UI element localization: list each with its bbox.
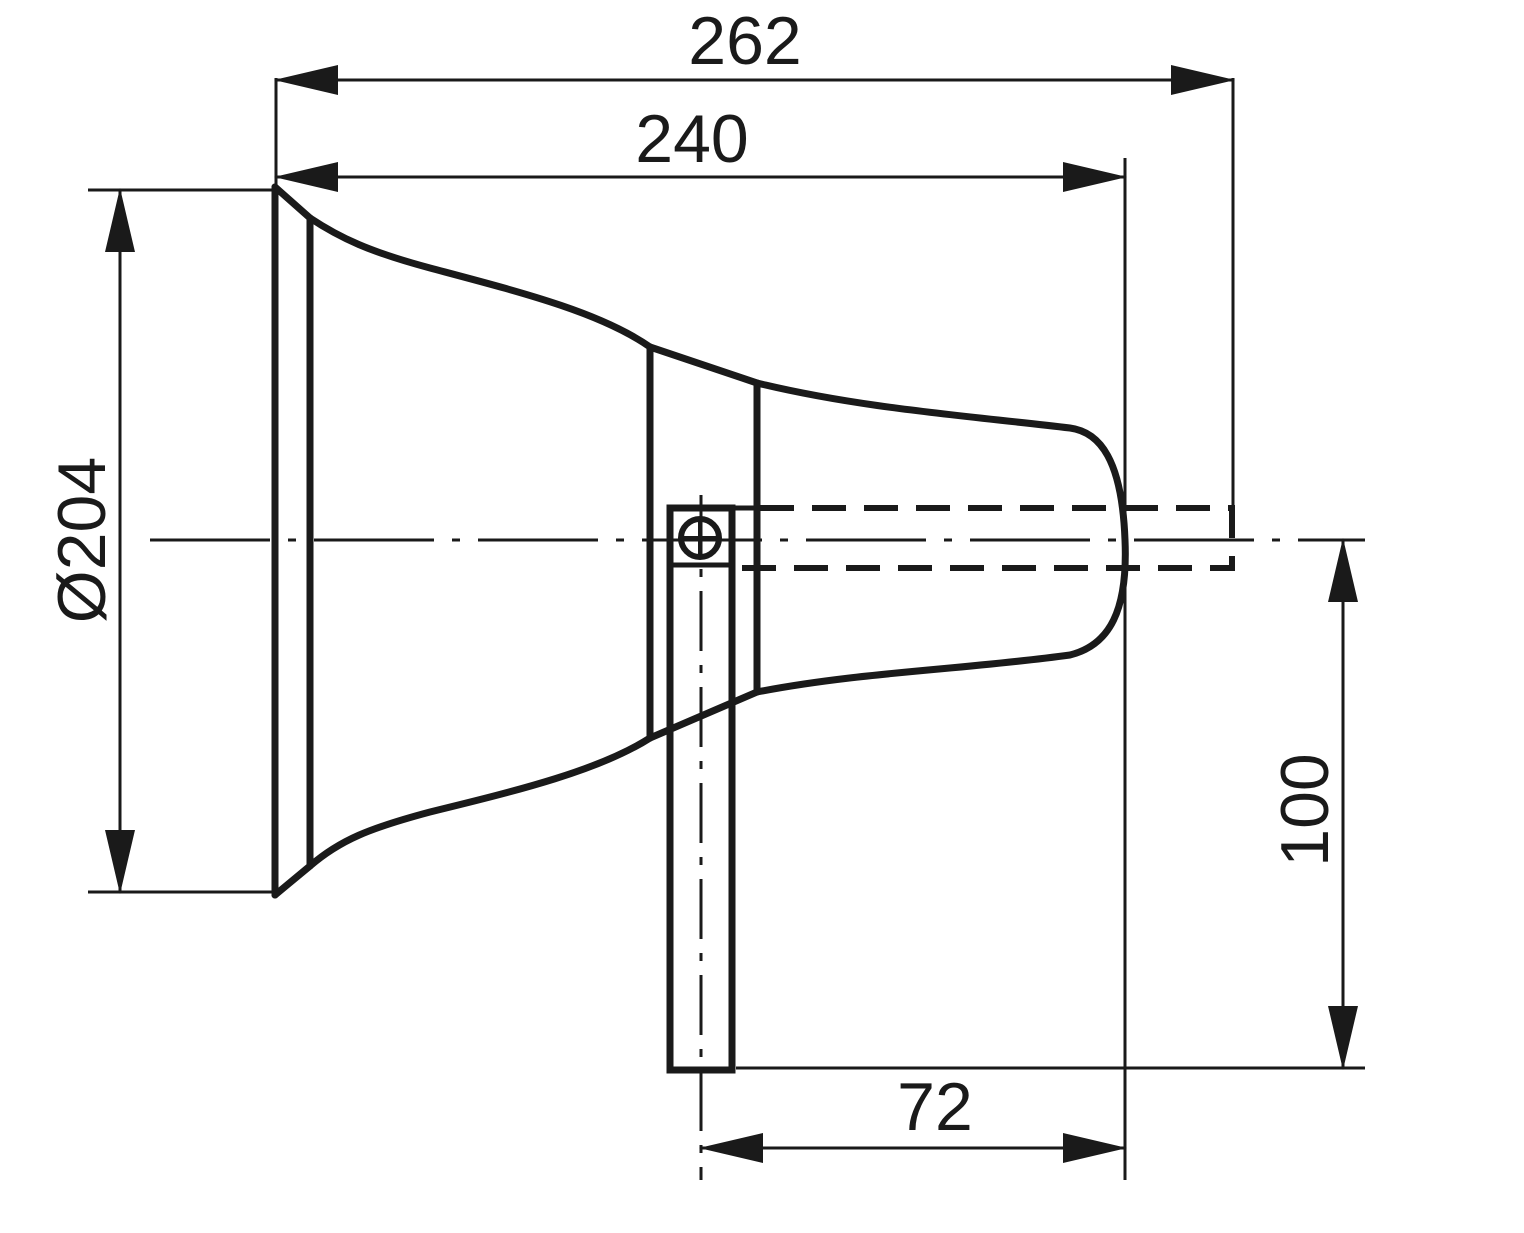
dim-label-204: Ø204	[44, 457, 120, 623]
extension-lines	[88, 78, 1365, 1180]
driver-housing	[753, 379, 1129, 696]
dim-label-262: 262	[688, 3, 801, 79]
dim-label-240: 240	[635, 101, 748, 177]
horn-flare-top	[306, 214, 654, 351]
hidden-terminal	[732, 505, 1235, 571]
dim-label-100: 100	[1267, 753, 1343, 866]
center-lines	[150, 495, 1365, 1180]
horn-outline	[271, 183, 1129, 899]
dimension-lines	[105, 65, 1358, 1163]
horn-flare-bottom	[306, 734, 654, 870]
dim-label-72: 72	[897, 1069, 973, 1145]
